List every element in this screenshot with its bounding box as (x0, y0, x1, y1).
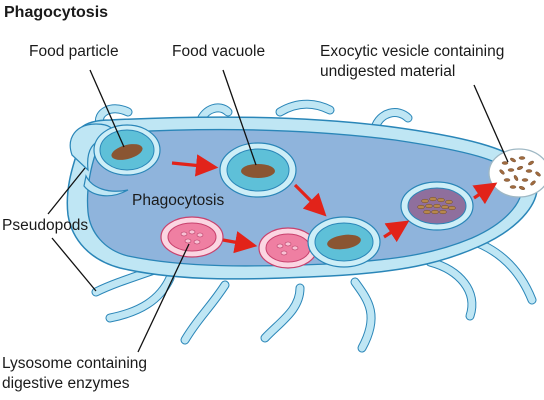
label-lysosome-line1: Lysosome containing (2, 355, 148, 372)
label-food-vacuole: Food vacuole (172, 43, 266, 60)
label-exocytic-line2: undigested material (320, 63, 456, 80)
arrow-particle-to-vacuole (171, 154, 219, 177)
lysosome (160, 216, 224, 258)
process-arrows (171, 154, 498, 254)
cell-projections (91, 99, 537, 353)
label-lysosome-line2: digestive enzymes (2, 375, 130, 392)
label-exocytic-line1: Exocytic vesicle containing (320, 43, 505, 60)
leader-food-particle (89, 69, 125, 148)
exocytic-vesicle (488, 148, 544, 198)
leader-pseudopod-lower (51, 237, 97, 292)
leader-exocytic (473, 84, 509, 163)
food-vacuole (219, 142, 297, 198)
digesting-vacuole (400, 181, 474, 231)
diagram-title: Phagocytosis (4, 4, 109, 21)
label-phagocytosis-process: Phagocytosis (132, 192, 225, 209)
leader-food-vacuole (222, 69, 257, 166)
label-pseudopods: Pseudopods (2, 217, 89, 234)
lysosome-fusing (258, 227, 318, 269)
pseudopod-lower (83, 174, 129, 197)
arrow-fusion-to-digest (383, 220, 410, 243)
food-vacuole-fusing (307, 216, 381, 268)
leader-lysosome (137, 243, 190, 353)
arrow-digest-to-exocytosis (472, 182, 498, 205)
arrow-lysosome-to-fusion (222, 231, 258, 254)
arrow-vacuole-to-fusion (293, 183, 327, 217)
leader-lines (47, 69, 509, 353)
label-food-particle: Food particle (29, 43, 119, 60)
engulfed-food-particle (93, 124, 161, 176)
leader-pseudopod-upper (47, 167, 86, 215)
